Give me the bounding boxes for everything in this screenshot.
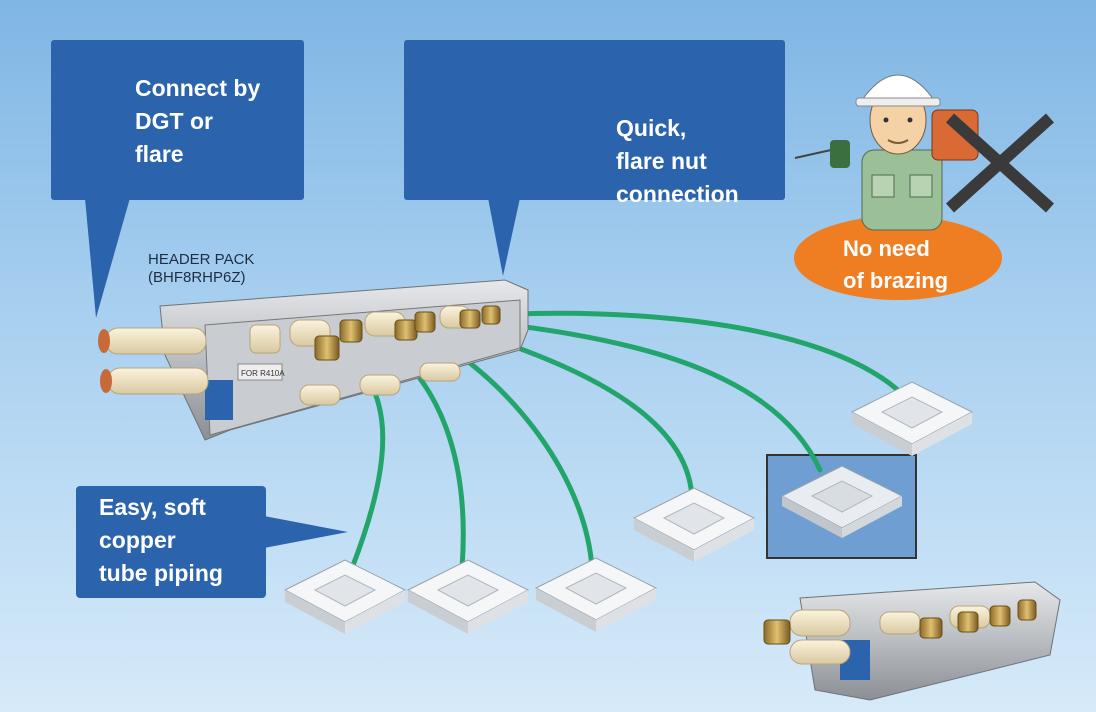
header-pack-model: (BHF8RHP6Z) [148, 269, 246, 286]
header-pack-unit-alt [763, 581, 1061, 701]
indoor-unit-highlighted [780, 465, 904, 538]
callout-easy-tail [264, 516, 348, 548]
indoor-unit [534, 557, 658, 632]
not-needed-cross-icon [945, 113, 1055, 213]
indoor-unit [406, 559, 530, 634]
header-pack-name: HEADER PACK [148, 251, 255, 268]
indoor-units [283, 381, 974, 634]
callout-dgt-tail [85, 198, 130, 318]
callout-flare-tail [488, 198, 520, 276]
pipe-6 [493, 310, 903, 395]
callout-piping: Easy, soft copper tube piping [76, 486, 266, 598]
callout-flare-nut-text: Quick, flare nut connection [616, 115, 739, 207]
header-pack-tag [237, 363, 283, 381]
brazing-badge-text: No need of brazing [843, 236, 949, 293]
callout-dgt-text: Connect by DGT or flare [135, 75, 261, 167]
indoor-unit [283, 559, 407, 634]
indoor-unit [632, 487, 756, 562]
callout-dgt: Connect by DGT or flare [51, 40, 304, 200]
callout-flare-nut: Quick, flare nut connection [404, 40, 785, 207]
header-pack-unit: FOR R410A [98, 279, 529, 441]
callout-piping-text: Easy, soft copper tube piping [99, 494, 223, 586]
header-pack-label: HEADER PACK (BHF8RHP6Z) [148, 251, 254, 287]
brazing-badge [794, 216, 1002, 300]
indoor-unit [850, 381, 974, 456]
worker-illustration [794, 74, 1002, 300]
header-pack-tag-text: FOR R410A [241, 369, 285, 378]
